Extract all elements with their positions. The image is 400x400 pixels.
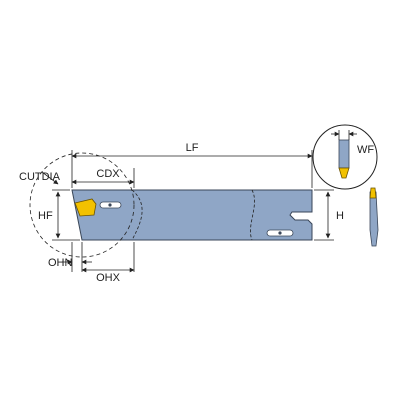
clamp-hole-rear [278, 231, 282, 235]
ohn-label: OHN [48, 257, 73, 269]
hf-label: HF [38, 210, 53, 222]
cdx-label: CDX [96, 168, 120, 180]
break-line-left [131, 189, 143, 241]
ohx-label: OHX [96, 272, 121, 284]
h-label: H [336, 210, 344, 222]
holder-body [71, 189, 313, 241]
break-line-right [250, 189, 255, 241]
wf-label: WF [357, 144, 374, 156]
side-view-blade [369, 191, 379, 247]
wf-insert [338, 167, 350, 179]
insert-shape [74, 198, 97, 217]
clamp-hole-front [108, 203, 112, 207]
cutdia-leader [41, 171, 59, 185]
side-view-insert [369, 187, 377, 199]
cutdia-label: CUTDIA [19, 171, 61, 183]
lf-label: LF [186, 142, 199, 154]
cutdia-circle [29, 152, 135, 258]
wf-blade [338, 139, 350, 169]
